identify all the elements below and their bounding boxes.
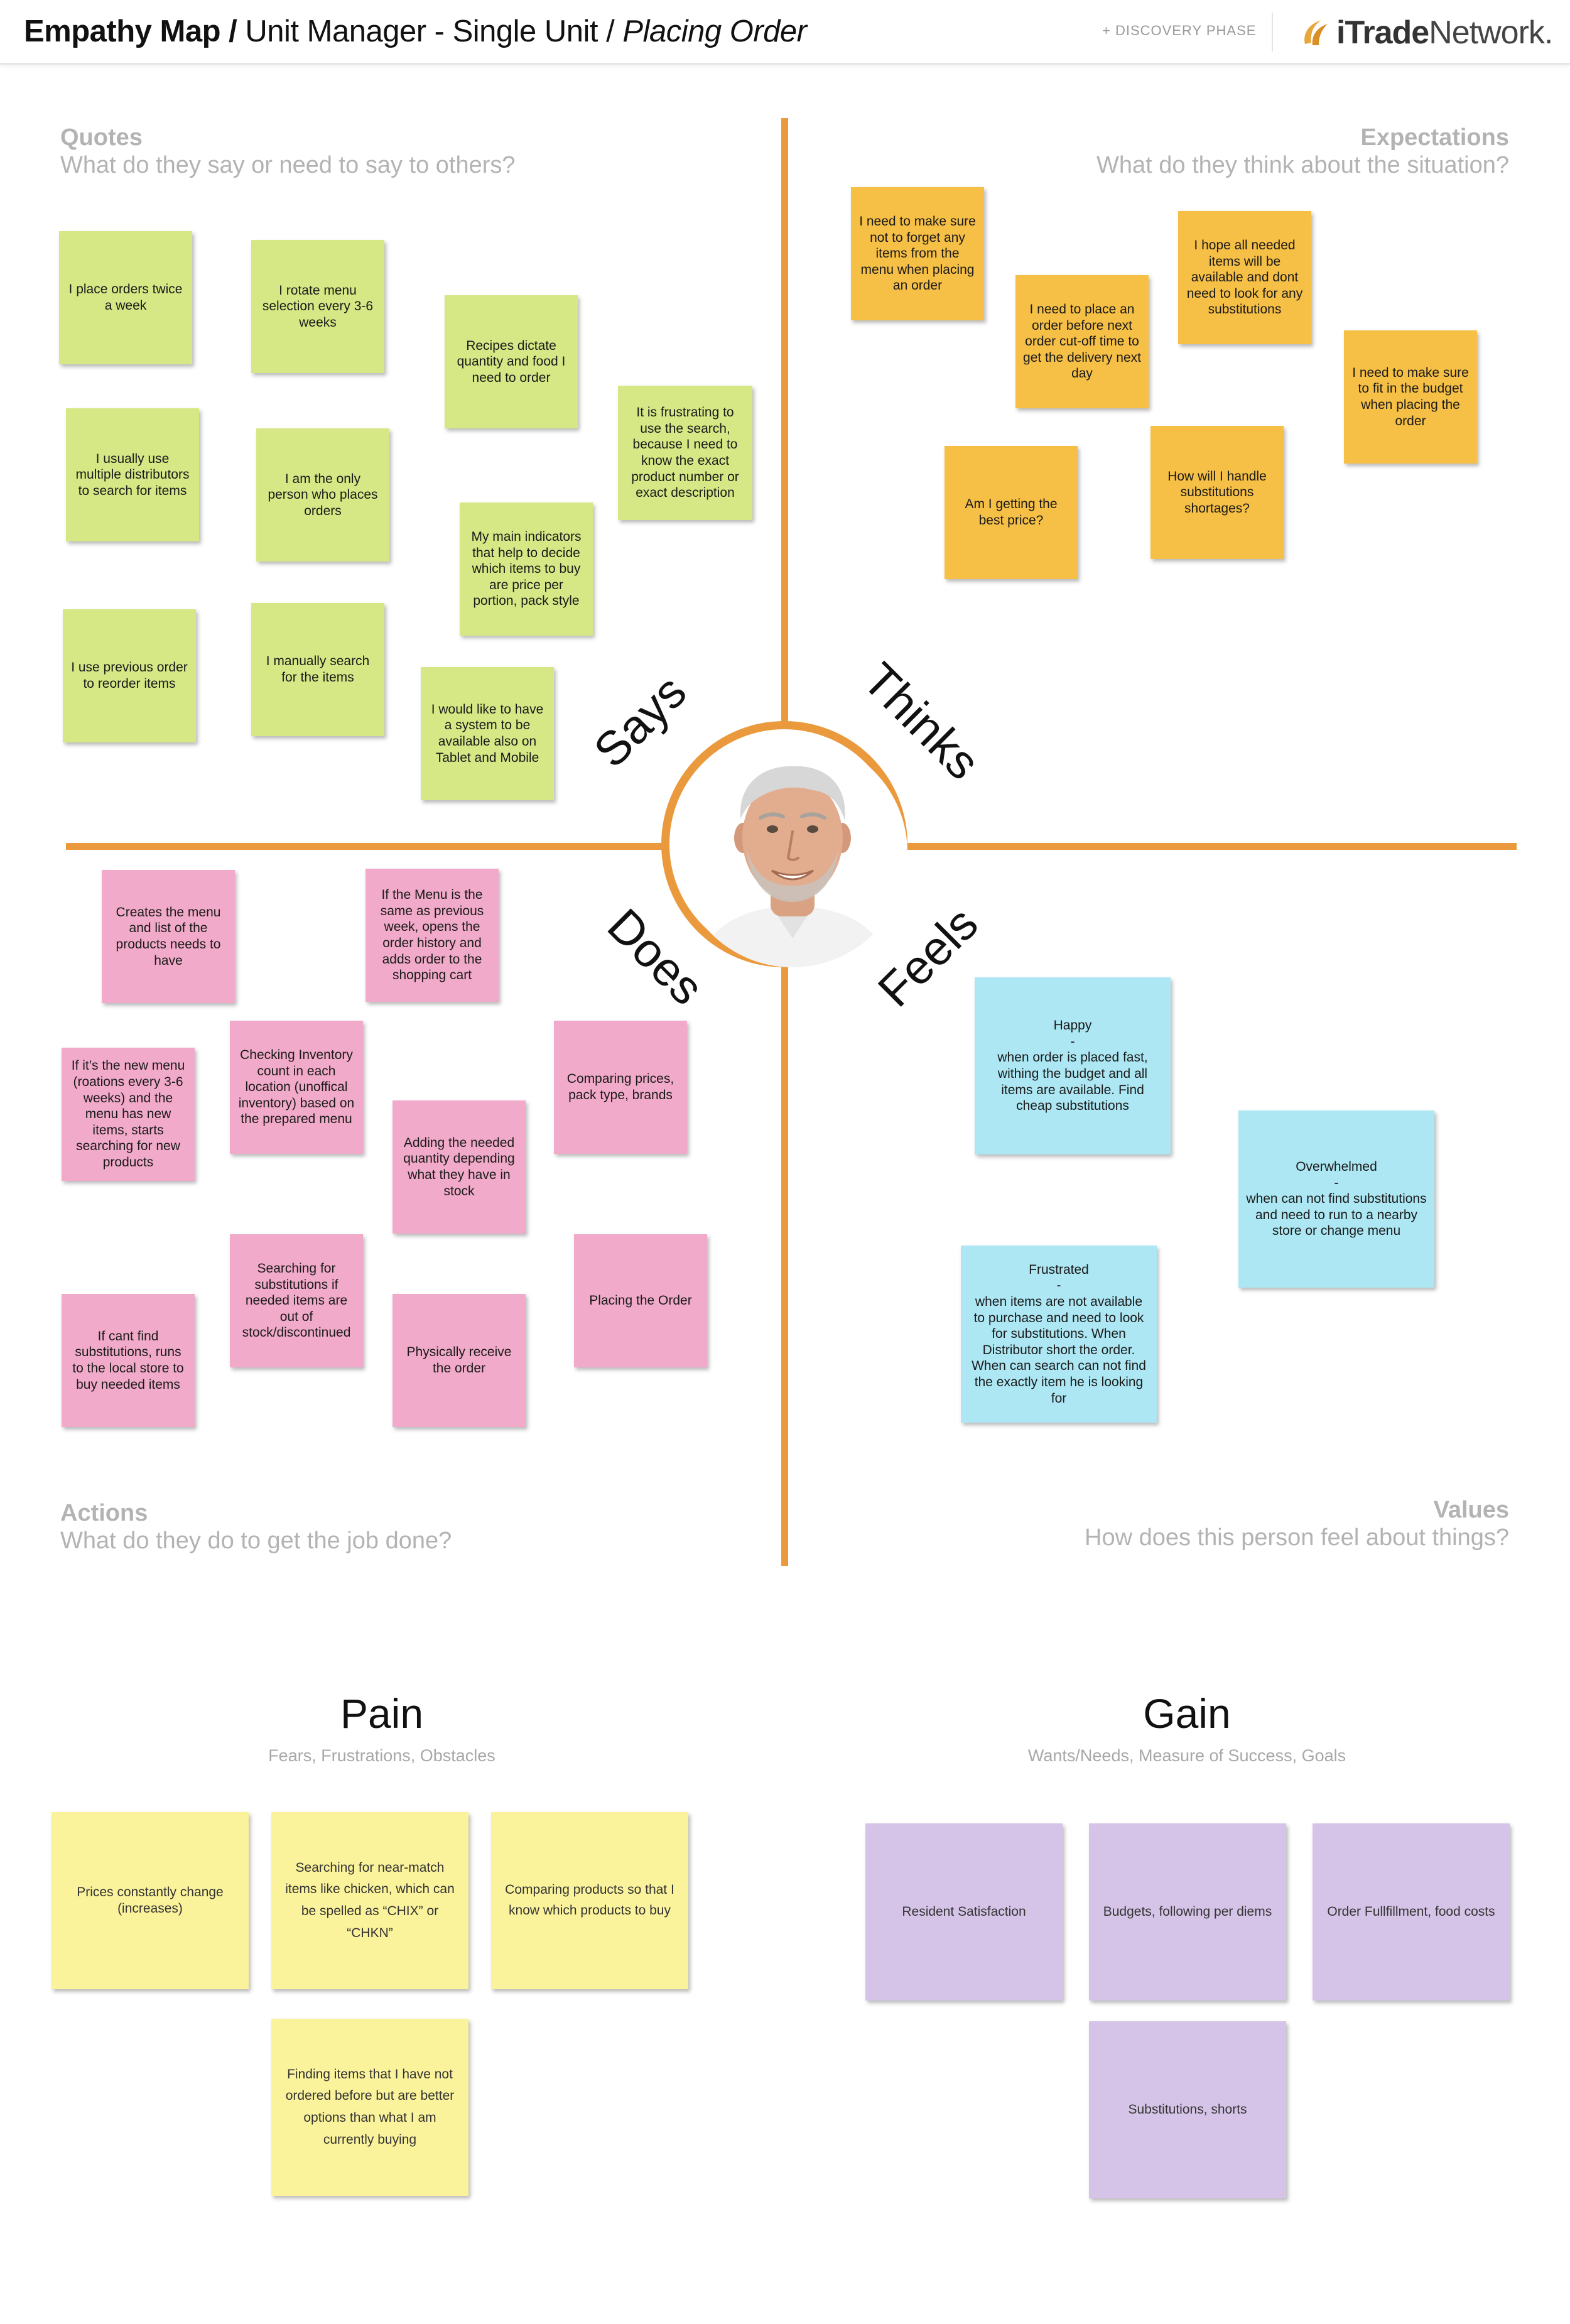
feels-note: Overwhelmed - when can not find substitu… xyxy=(1238,1110,1434,1288)
says-note: It is frustrating to use the search, bec… xyxy=(618,386,752,520)
does-note: Checking Inventory count in each locatio… xyxy=(230,1021,363,1154)
feels-note: Happy - when order is placed fast, withi… xyxy=(975,977,1171,1154)
logo-swoosh-icon xyxy=(1304,20,1328,45)
thinks-note: How will I handle substitutions shortage… xyxy=(1150,426,1284,559)
pain-note: Prices constantly change (increases) xyxy=(51,1812,249,1989)
says-note: I usually use multiple distributors to s… xyxy=(66,408,199,541)
header-divider xyxy=(1272,13,1273,52)
thinks-note: Am I getting the best price? xyxy=(945,446,1078,579)
says-note: I rotate menu selection every 3-6 weeks xyxy=(251,240,384,373)
gain-title: Gain xyxy=(1143,1690,1231,1737)
pain-subtitle: Fears, Frustrations, Obstacles xyxy=(268,1746,495,1765)
phase-label: + DISCOVERY PHASE xyxy=(1102,23,1257,38)
actions-question: What do they do to get the job done? xyxy=(60,1528,452,1554)
expectations-question: What do they think about the situation? xyxy=(1096,152,1509,178)
values-question: How does this person feel about things? xyxy=(1085,1524,1509,1551)
pain-note: Finding items that I have not ordered be… xyxy=(271,2019,468,2196)
gain-note: Order Fullfillment, food costs xyxy=(1313,1823,1510,2001)
actions-heading: Actions xyxy=(60,1500,148,1526)
pain-note: Searching for near-match items like chic… xyxy=(271,1812,468,1989)
thinks-note: I need to place an order before next ord… xyxy=(1015,275,1149,408)
quotes-heading: Quotes xyxy=(60,124,143,151)
does-note: If the Menu is the same as previous week… xyxy=(365,869,499,1002)
logo-wordmark-bold: iTrade xyxy=(1336,14,1429,51)
logo-wordmark-light: Network. xyxy=(1429,14,1553,51)
header-bar: Empathy Map / Unit Manager - Single Unit… xyxy=(0,0,1570,65)
does-note: Searching for substitutions if needed it… xyxy=(230,1234,363,1367)
gain-note: Substitutions, shorts xyxy=(1089,2021,1286,2198)
thinks-note: I need to make sure not to forget any it… xyxy=(851,187,984,320)
does-note: Placing the Order xyxy=(574,1234,707,1367)
does-note: Creates the menu and list of the product… xyxy=(102,870,235,1003)
title-map-type: Empathy Map / xyxy=(24,14,237,48)
persona-photo-icon xyxy=(678,737,907,967)
does-note: Physically receive the order xyxy=(392,1294,526,1427)
thinks-note: I need to make sure to fit in the budget… xyxy=(1344,330,1477,464)
says-note: I use previous order to reorder items xyxy=(63,609,196,742)
title-persona: Unit Manager - Single Unit / xyxy=(237,14,623,48)
says-note: Recipes dictate quantity and food I need… xyxy=(445,295,578,428)
says-note: My main indicators that help to decide w… xyxy=(460,502,593,636)
says-note: I am the only person who places orders xyxy=(256,428,389,562)
gain-note: Resident Satisfaction xyxy=(865,1823,1063,2001)
says-note: I manually search for the items xyxy=(251,603,384,736)
does-note: If cant find substitutions, runs to the … xyxy=(62,1294,195,1427)
gain-note: Budgets, following per diems xyxy=(1089,1823,1286,2001)
does-note: If it’s the new menu (roations every 3-6… xyxy=(62,1048,195,1181)
says-note: I would like to have a system to be avai… xyxy=(421,667,554,800)
page-title: Empathy Map / Unit Manager - Single Unit… xyxy=(24,14,807,49)
does-note: Adding the needed quantity depending wha… xyxy=(392,1100,526,1234)
gain-subtitle: Wants/Needs, Measure of Success, Goals xyxy=(1027,1746,1346,1765)
title-scenario: Placing Order xyxy=(622,14,807,48)
quotes-question: What do they say or need to say to other… xyxy=(60,152,516,178)
logo-wordmark: iTradeNetwork. xyxy=(1336,14,1553,52)
does-note: Comparing prices, pack type, brands xyxy=(554,1021,687,1154)
pain-note: Comparing products so that I know which … xyxy=(491,1812,688,1989)
feels-note: Frustrated - when items are not availabl… xyxy=(961,1246,1157,1423)
says-note: I place orders twice a week xyxy=(59,231,192,364)
thinks-note: I hope all needed items will be availabl… xyxy=(1178,211,1311,344)
persona-avatar xyxy=(661,721,907,967)
expectations-heading: Expectations xyxy=(1360,124,1509,151)
pain-title: Pain xyxy=(340,1690,424,1737)
values-heading: Values xyxy=(1433,1497,1509,1523)
